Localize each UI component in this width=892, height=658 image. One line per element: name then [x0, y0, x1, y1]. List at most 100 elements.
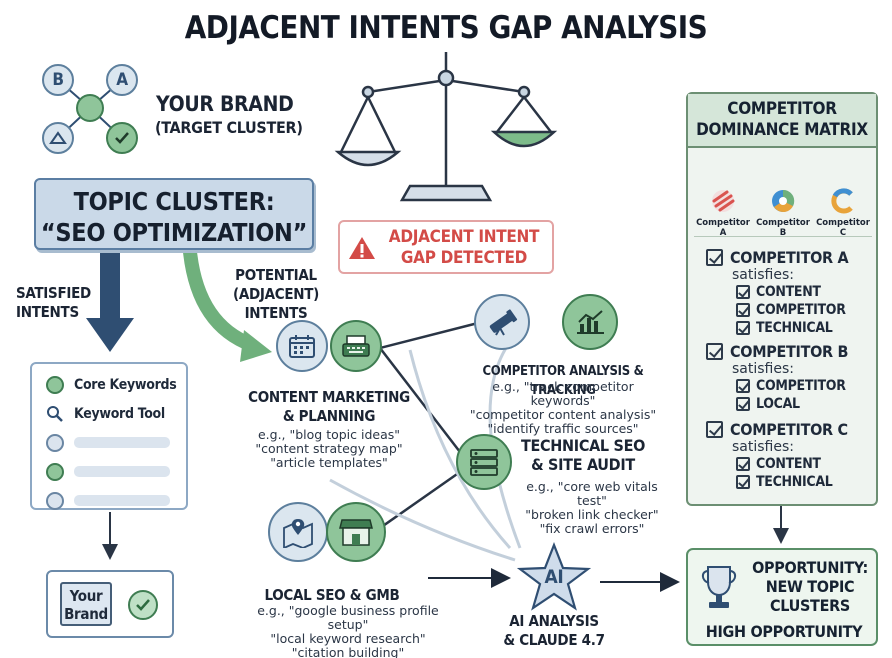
- ai-badge: AI: [544, 566, 564, 588]
- potential-intents-label: POTENTIAL (ADJACENT) INTENTS: [228, 266, 324, 323]
- ai-star-icon: [516, 542, 592, 611]
- local-seo-title: LOCAL SEO & GMB: [264, 586, 400, 604]
- your-brand-box: Your Brand: [46, 570, 174, 638]
- checkbox-icon: [706, 421, 723, 438]
- brand-b-logo-icon: B: [42, 64, 74, 96]
- tile-title-line: TECHNICAL SEO: [520, 436, 646, 455]
- checkbox-icon: [706, 249, 723, 266]
- topic-cluster-label: TOPIC CLUSTER:: [73, 187, 275, 216]
- example-line: e.g., "core web vitals test": [526, 479, 658, 508]
- green-dot-icon: [46, 462, 64, 481]
- matrix-title-line: DOMINANCE MATRIX: [696, 120, 868, 140]
- competitor-b-logo: Competitor B: [754, 188, 812, 238]
- checkbox-icon: [736, 457, 750, 471]
- checkbox-icon: [736, 303, 750, 317]
- storefront-icon: [326, 502, 386, 562]
- competitor-logo-label: Competitor C: [816, 218, 870, 238]
- green-dot-icon: [46, 375, 64, 394]
- satisfied-item: TECHNICAL: [756, 320, 833, 336]
- competitor-a-logo: Competitor A: [694, 188, 752, 238]
- competitor-c-logo: Competitor C: [814, 188, 872, 238]
- example-line: "local keyword research": [270, 631, 426, 646]
- matrix-divider: [694, 236, 872, 237]
- checkbox-icon: [736, 285, 750, 299]
- potential-label-line: POTENTIAL: [235, 266, 317, 284]
- potential-arrow: [183, 251, 255, 352]
- alert-line: ADJACENT INTENT: [388, 227, 540, 247]
- page-title: ADJACENT INTENTS GAP ANALYSIS: [184, 10, 708, 46]
- bar-chart-icon: [562, 294, 618, 350]
- example-line: e.g., "track competitor keywords": [492, 379, 634, 408]
- topic-cluster-box: TOPIC CLUSTER: “SEO OPTIMIZATION”: [34, 178, 314, 250]
- competitor-satisfies: satisfies:: [732, 361, 794, 377]
- competitor-a-block: COMPETITOR A satisfies: CONTENT COMPETIT…: [706, 248, 874, 337]
- check-circle-icon: [128, 590, 158, 620]
- your-brand-line: Your: [69, 587, 103, 605]
- brand-center-node-icon: [76, 94, 104, 122]
- competitor-c-block: COMPETITOR C satisfies: CONTENT TECHNICA…: [706, 420, 874, 491]
- competitor-analysis-title: COMPETITOR ANALYSIS & TRACKING: [482, 364, 644, 398]
- tile-title-line: CONTENT MARKETING: [248, 388, 410, 406]
- your-brand-label: Your Brand: [60, 582, 112, 626]
- brand-a-logo-icon: A: [106, 64, 138, 96]
- alert-line: GAP DETECTED: [400, 248, 528, 268]
- competitor-satisfies: satisfies:: [732, 439, 794, 455]
- keyword-item-tool[interactable]: Keyword Tool: [32, 399, 186, 428]
- brand-subtitle: (TARGET CLUSTER): [155, 118, 303, 137]
- placeholder-bar: [74, 437, 170, 448]
- satisfied-label-line: INTENTS: [16, 303, 79, 321]
- satisfied-label-line: SATISFIED: [16, 284, 91, 302]
- example-line: "content strategy map": [255, 441, 403, 456]
- blue-dot-icon: [46, 433, 64, 452]
- check-icon: [115, 132, 129, 144]
- example-line: "citation building": [291, 645, 405, 658]
- satisfied-item: LOCAL: [756, 396, 800, 412]
- telescope-icon: [474, 294, 530, 350]
- competitor-a-logo-icon: [712, 190, 735, 212]
- blue-dot-icon: [46, 491, 64, 510]
- tile-title-line: & CLAUDE 4.7: [503, 631, 605, 649]
- satisfied-item: COMPETITOR: [756, 378, 846, 394]
- trophy-icon: [701, 566, 737, 608]
- competitor-c-logo-icon: [831, 188, 853, 214]
- matrix-header: COMPETITOR DOMINANCE MATRIX: [688, 94, 876, 148]
- content-marketing-examples: e.g., "blog topic ideas" "content strate…: [234, 428, 424, 470]
- checkbox-icon: [736, 379, 750, 393]
- placeholder-bar: [74, 495, 170, 506]
- potential-label-line: (ADJACENT): [232, 285, 320, 303]
- opportunity-line: NEW TOPIC: [765, 577, 855, 596]
- calendar-icon: [276, 320, 328, 372]
- keyword-item-core[interactable]: Core Keywords: [32, 370, 186, 399]
- example-line: "article templates": [270, 455, 388, 470]
- brand-network-node-icon: [42, 122, 74, 154]
- keyword-placeholder-row: [32, 428, 186, 457]
- competitor-name: COMPETITOR C: [730, 420, 848, 439]
- placeholder-bar: [74, 466, 170, 477]
- brand-a-letter: A: [116, 70, 128, 90]
- server-gear-icon: [456, 434, 512, 490]
- high-opportunity-label: HIGH OPPORTUNITY: [705, 622, 863, 641]
- opportunity-box: OPPORTUNITY: NEW TOPIC CLUSTERS HIGH OPP…: [686, 548, 878, 646]
- balance-scale-icon: [334, 52, 558, 202]
- opportunity-line: OPPORTUNITY:: [752, 558, 868, 577]
- alert-text: ADJACENT INTENT GAP DETECTED: [378, 227, 550, 269]
- checkbox-icon: [736, 321, 750, 335]
- satisfied-item: COMPETITOR: [756, 302, 846, 318]
- satisfied-arrow: [86, 250, 134, 352]
- tile-title-line: AI ANALYSIS: [509, 612, 599, 630]
- checkbox-icon: [736, 475, 750, 489]
- example-line: "competitor content analysis": [469, 407, 657, 422]
- competitor-logo-label: Competitor A: [696, 218, 750, 238]
- example-line: e.g., "blog topic ideas": [257, 427, 401, 442]
- competitor-name: COMPETITOR A: [730, 248, 849, 267]
- content-marketing-title: CONTENT MARKETING & PLANNING: [244, 388, 414, 426]
- brand-b-letter: B: [52, 70, 64, 90]
- checkbox-icon: [706, 343, 723, 360]
- satisfied-item: CONTENT: [756, 284, 821, 300]
- topic-cluster-name: “SEO OPTIMIZATION”: [40, 218, 308, 247]
- gap-detected-alert: ADJACENT INTENT GAP DETECTED: [338, 220, 554, 274]
- your-brand-line: Brand: [64, 605, 108, 623]
- example-line: "identify traffic sources": [487, 421, 639, 436]
- example-line: e.g., "google business profile setup": [257, 603, 439, 632]
- tile-title-line: & PLANNING: [282, 407, 376, 425]
